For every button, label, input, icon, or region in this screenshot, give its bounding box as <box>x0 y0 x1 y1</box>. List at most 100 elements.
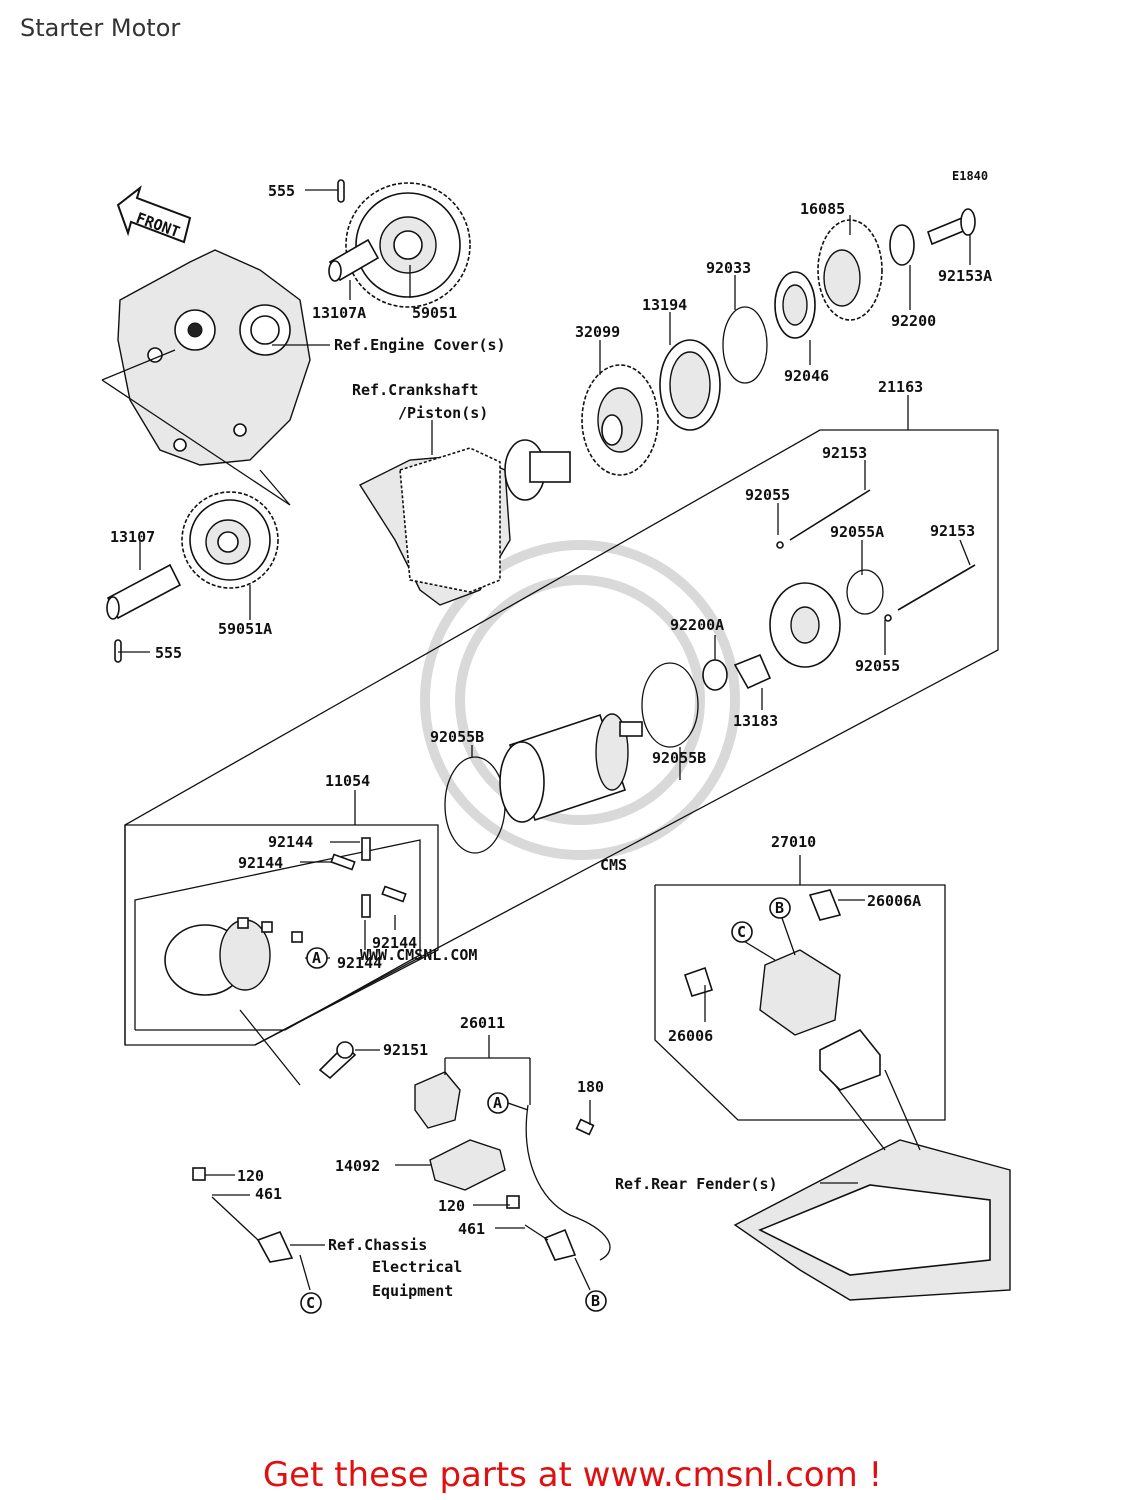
part-555-label-2: 555 <box>155 644 182 662</box>
gear-59051A-part <box>181 491 279 589</box>
marker-c-1: C <box>731 921 753 943</box>
part-461-label-2: 461 <box>458 1220 485 1238</box>
o-ring-92055B-part <box>641 662 699 748</box>
screw-180-part <box>575 1118 595 1136</box>
part-59051A-label: 59051A <box>218 620 272 638</box>
rear-fender-part <box>733 1139 1011 1301</box>
part-13107A-label: 13107A <box>312 304 366 322</box>
part-13194-label: 13194 <box>642 296 687 314</box>
part-92151-label: 92151 <box>383 1041 428 1059</box>
starter-clutch-32099-part <box>581 364 659 476</box>
watermark-logo: CMS <box>600 856 627 874</box>
part-13183-label: 13183 <box>733 712 778 730</box>
gear-16085-part <box>817 219 883 321</box>
part-120-label-2: 120 <box>438 1197 465 1215</box>
part-26006A-label: 26006A <box>867 892 921 910</box>
screw-120-part-2 <box>506 1195 520 1209</box>
inner-box-11054 <box>134 839 421 1031</box>
part-59051-label: 59051 <box>412 304 457 322</box>
part-92144-label-3: 92144 <box>372 934 417 952</box>
starter-motor-body-part <box>499 713 643 823</box>
bracket-part-2 <box>543 1228 577 1261</box>
part-92046-label: 92046 <box>784 367 829 385</box>
part-92200-label: 92200 <box>891 312 936 330</box>
circlip-92033-part <box>722 306 768 384</box>
marker-a-1: A <box>306 947 328 969</box>
assembly-box-11054 <box>124 824 439 1046</box>
footer-link-text[interactable]: Get these parts at www.cmsnl.com ! <box>262 1455 883 1495</box>
part-92144-label: 92144 <box>268 833 313 851</box>
engine-cover-part <box>117 249 311 466</box>
long-bolt-92153-part-2 <box>897 564 976 611</box>
brush-holder-part <box>164 917 303 996</box>
part-11054-label: 11054 <box>325 772 370 790</box>
ref-equipment-label: Equipment <box>372 1282 453 1300</box>
svg-text:B: B <box>775 899 784 917</box>
ref-crankshaft-label: Ref.Crankshaft <box>352 381 478 399</box>
svg-text:C: C <box>306 1294 315 1312</box>
fuse-26006A-part <box>808 889 842 921</box>
part-92200A-label: 92200A <box>670 616 724 634</box>
part-92055B-label-2: 92055B <box>652 749 706 767</box>
part-92055B-label: 92055B <box>430 728 484 746</box>
part-26011-label: 26011 <box>460 1014 505 1032</box>
shaft-13107A-part <box>328 179 380 282</box>
part-92144-label-2: 92144 <box>238 854 283 872</box>
part-27010-label: 27010 <box>771 833 816 851</box>
wire-harness-26011-part <box>414 1071 611 1261</box>
cmsnl-watermark: CMS WWW.CMSNL.COM <box>360 540 740 964</box>
assembly-box-27010 <box>654 884 946 1121</box>
ref-rear-fender-label: Ref.Rear Fender(s) <box>615 1175 778 1193</box>
marker-c-2: C <box>300 1292 322 1314</box>
bolt-92153A-part <box>927 208 976 246</box>
plate-13183-part <box>733 653 772 690</box>
ref-chassis-label: Ref.Chassis <box>328 1236 427 1254</box>
ref-electrical-label: Electrical <box>372 1258 462 1276</box>
long-bolt-92153-part <box>789 489 871 541</box>
marker-b-1: B <box>769 897 791 919</box>
one-way-clutch-13194-part <box>659 339 721 431</box>
crankshaft-part <box>358 439 571 606</box>
part-92055A-label: 92055A <box>830 523 884 541</box>
o-ring-92055B-part-2 <box>444 756 506 854</box>
part-14092-label: 14092 <box>335 1157 380 1175</box>
part-26006-label: 26006 <box>668 1027 713 1045</box>
part-92153-label-2: 92153 <box>930 522 975 540</box>
part-13107-label: 13107 <box>110 528 155 546</box>
part-92055-label: 92055 <box>745 486 790 504</box>
motor-end-cover-part <box>769 582 841 668</box>
springs-92144-part <box>330 837 407 918</box>
svg-text:A: A <box>493 1094 502 1112</box>
ref-piston-label: /Piston(s) <box>398 404 488 422</box>
bolt-92151-part <box>318 1041 357 1080</box>
svg-text:A: A <box>312 949 321 967</box>
part-92153-label: 92153 <box>822 444 867 462</box>
marker-a-2: A <box>487 1092 509 1114</box>
part-92153A-label: 92153A <box>938 267 992 285</box>
washer-92200A-part <box>702 659 728 691</box>
page-title: Starter Motor <box>20 14 181 42</box>
part-21163-label: 21163 <box>878 378 923 396</box>
marker-b-2: B <box>585 1290 607 1312</box>
screw-120-part <box>192 1167 206 1181</box>
bearing-92046-part <box>774 271 816 339</box>
svg-text:C: C <box>737 923 746 941</box>
fuse-26006-part <box>683 966 714 997</box>
front-arrow-icon: FRONT <box>116 185 192 244</box>
washer-92200-part <box>889 224 915 266</box>
starter-relay-part <box>759 949 881 1091</box>
shaft-13107-part <box>106 563 182 663</box>
part-461-label: 461 <box>255 1185 282 1203</box>
part-16085-label: 16085 <box>800 200 845 218</box>
gear-59051-part <box>345 182 471 308</box>
bracket-part <box>256 1230 294 1263</box>
o-ring-92055A-part <box>846 569 884 615</box>
part-180-label: 180 <box>577 1078 604 1096</box>
part-32099-label: 32099 <box>575 323 620 341</box>
svg-text:B: B <box>591 1292 600 1310</box>
part-92144-label-4: 92144 <box>337 954 382 972</box>
ref-engine-cover-label: Ref.Engine Cover(s) <box>334 336 506 354</box>
part-555-label: 555 <box>268 182 295 200</box>
part-92055-label-2: 92055 <box>855 657 900 675</box>
